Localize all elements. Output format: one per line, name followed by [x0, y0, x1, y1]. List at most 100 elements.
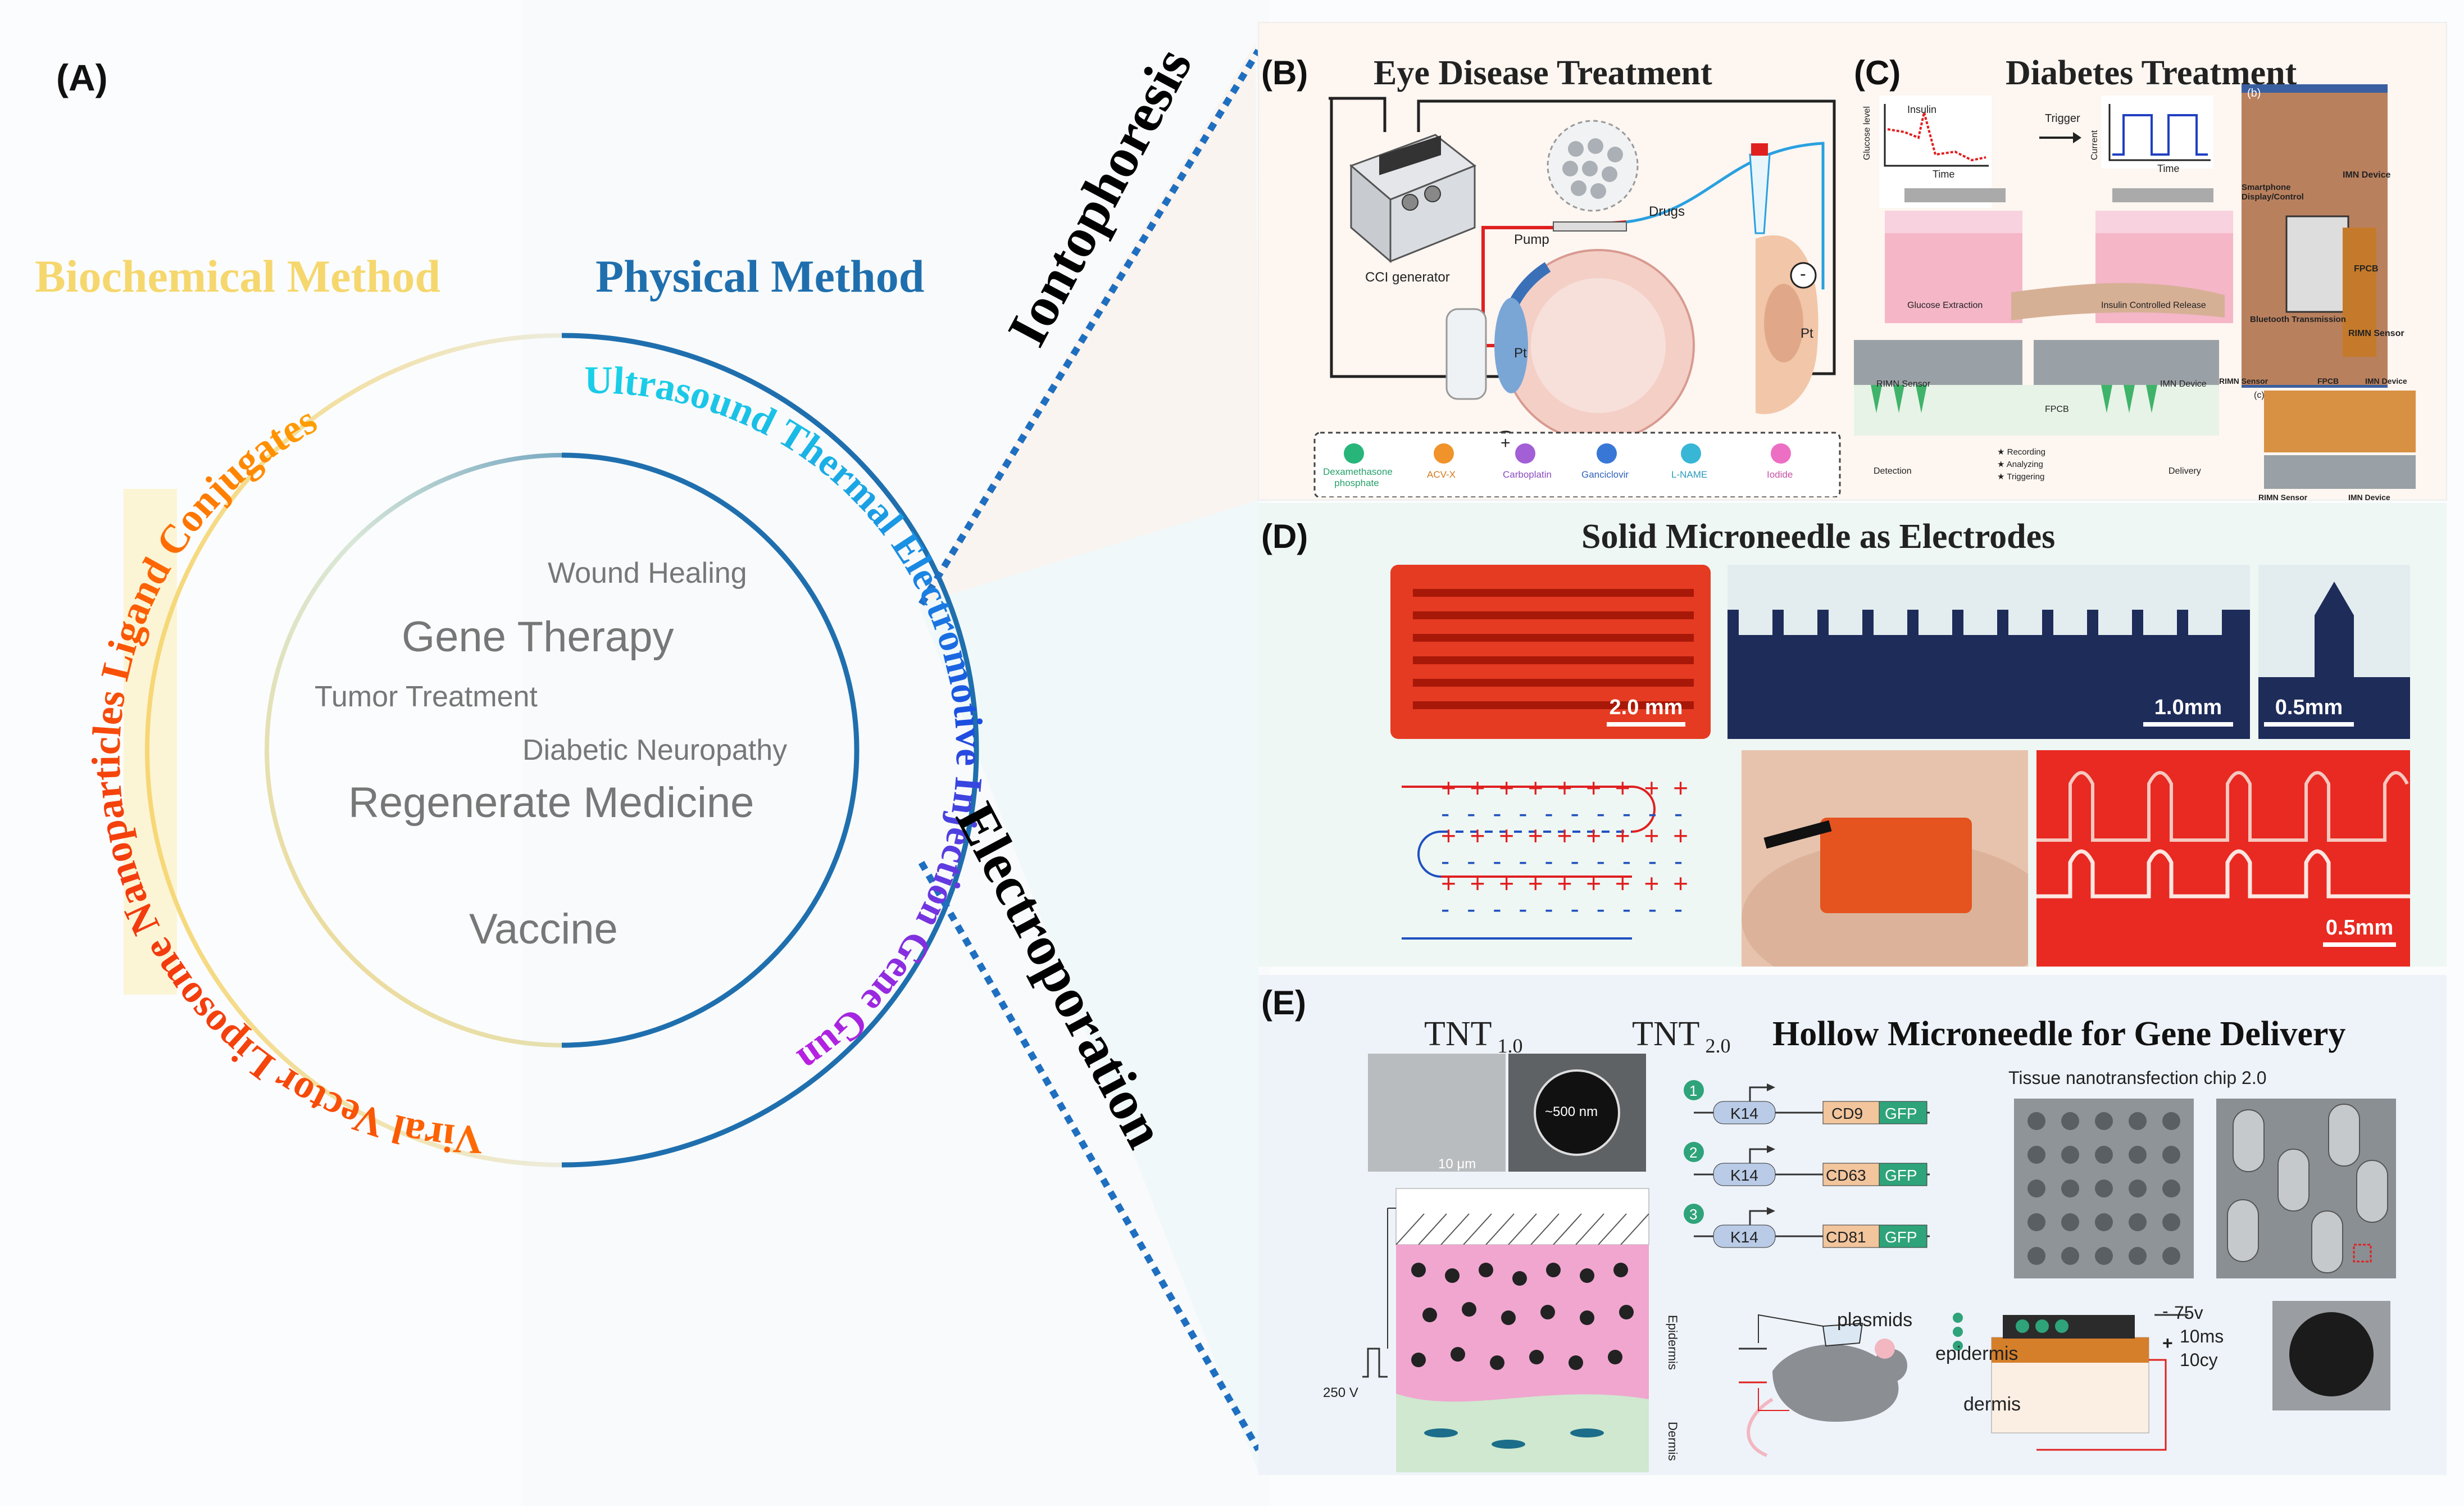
smartphone-label: Smartphone Display/Control — [2242, 183, 2304, 202]
construct-1-num: 1 — [1689, 1082, 1698, 1099]
scale-bar-1: 2.0 mm — [1607, 696, 1685, 727]
construct-3-num: 3 — [1689, 1206, 1698, 1223]
tnt2-text: TNT — [1632, 1015, 1700, 1053]
scale-bar-2: 1.0mm — [2143, 696, 2233, 727]
legend-dexamethasone: Dexamethasone phosphate — [1323, 466, 1393, 488]
b-sublabel: (b) — [2247, 87, 2261, 99]
chip-title: Tissue nanotransfection chip 2.0 — [2008, 1068, 2267, 1088]
app-regenerate-medicine: Regenerate Medicine — [348, 779, 754, 827]
c-imn-label: IMN Device — [2365, 376, 2407, 385]
tnt1-text: TNT — [1424, 1015, 1492, 1053]
scale-label-3: 0.5mm — [2275, 696, 2343, 719]
pt-label-1: Pt — [1514, 346, 1527, 361]
skin-electroporation-schematic — [1362, 1188, 1649, 1472]
tnt2-sem-pillars — [2216, 1099, 2396, 1278]
panel-c-label: (C) — [1854, 54, 1901, 92]
scale-10um: 10 μm — [1438, 1156, 1476, 1172]
legend-acv: ACV-X — [1427, 469, 1456, 480]
epidermis-label: epidermis — [1935, 1343, 2019, 1364]
scale-label-1: 2.0 mm — [1609, 696, 1683, 719]
construct-2-gene: CD63 — [1826, 1167, 1866, 1184]
panel-d-title: Solid Microneedle as Electrodes — [1581, 518, 2056, 556]
current-label: Current — [2090, 130, 2099, 160]
v75-label: 75v — [2174, 1303, 2203, 1323]
tnt2-sem-pore — [2272, 1301, 2390, 1410]
plus-row-2: + + + + + + + + + — [1441, 821, 1692, 850]
tnt2-sem-array — [2014, 1099, 2194, 1278]
fpcb-label: FPCB — [2354, 264, 2379, 274]
scale-label-4: 0.5mm — [2325, 916, 2394, 940]
cy10-label: 10cy — [2180, 1350, 2218, 1370]
physical-ring-text: Ultrasound Thermal Electromotive Injecti… — [584, 359, 991, 1081]
ring-text-svg: Viral Vector Liposome Nanoparticles Liga… — [84, 359, 991, 1163]
plasmids-label: plasmids — [1837, 1309, 1913, 1331]
legend-ganciclovir: Ganciclovir — [1581, 469, 1629, 480]
triggering-label: ★ Triggering — [1997, 472, 2045, 482]
microneedle-closeup-photo — [2036, 750, 2410, 967]
plasmid-constructs: 1 2 3 K14 K14 K14 CD9 CD63 CD81 GFP GFP … — [1677, 1079, 1947, 1264]
construct-3-tag: GFP — [1885, 1228, 1917, 1246]
legend-iodide: Iodide — [1767, 469, 1793, 480]
epidermis-vertical-label: Epidermis — [1666, 1315, 1680, 1370]
microneedle-array-photo — [1390, 565, 1711, 739]
construct-3-gene: CD81 — [1826, 1228, 1866, 1246]
app-wound-healing: Wound Healing — [548, 557, 747, 589]
minus-label: - — [2162, 1301, 2168, 1321]
panel-a-label: (A) — [56, 57, 108, 98]
minus-row-1: - - - - - - - - - - — [1441, 799, 1688, 828]
recording-label: ★ Recording — [1997, 447, 2045, 457]
legend-lname: L-NAME — [1671, 469, 1708, 480]
physical-method-title: Physical Method — [595, 251, 925, 302]
dermis-vertical-label: Dermis — [1666, 1422, 1680, 1461]
pump-label: Pump — [1514, 232, 1549, 247]
imn-device-label: IMN Device — [2343, 170, 2391, 180]
tnt1-sub: 1.0 — [1497, 1035, 1523, 1058]
analyzing-label: ★ Analyzing — [1997, 460, 2043, 469]
eye-treatment-diagram — [1313, 97, 1841, 497]
construct-2-num: 2 — [1689, 1144, 1698, 1161]
panel-c: (C) Diabetes Treatment — [1854, 53, 2441, 502]
glucose-extraction-label: Glucose Extraction — [1907, 301, 1983, 310]
imn-device-2-label: IMN Device — [2160, 379, 2207, 389]
drugs-label: Drugs — [1649, 204, 1685, 219]
constructs-svg — [1684, 1080, 1930, 1248]
microneedle-on-finger-photo — [1742, 750, 2056, 997]
tnt1-sem-chip — [1368, 1054, 1506, 1172]
app-tumor-treatment: Tumor Treatment — [315, 681, 538, 713]
plus-row-3: + + + + + + + + + — [1441, 869, 1692, 898]
c-rimn-2-label: RIMN Sensor — [2258, 493, 2308, 502]
c-sublabel: (c) — [2254, 391, 2265, 400]
detection-label: Detection — [1874, 466, 1912, 476]
minus-sign: - — [1800, 264, 1806, 284]
pt-label-2: Pt — [1801, 326, 1813, 341]
electrode-schematic — [1402, 786, 1656, 940]
construct-1-tag: GFP — [1885, 1105, 1917, 1122]
scale-10um-wrap: 10 μm — [1365, 1156, 1476, 1172]
biochemical-method-title: Biochemical Method — [35, 251, 440, 302]
panel-e-label: (E) — [1261, 984, 1306, 1022]
glucose-level-label: Glucose level — [1862, 106, 1872, 160]
c-rimn-label: RIMN Sensor — [2219, 376, 2268, 385]
cci-generator-label: CCI generator — [1365, 270, 1450, 285]
app-gene-therapy: Gene Therapy — [402, 613, 674, 661]
time-label-1: Time — [1933, 169, 1955, 180]
construct-1-gene: CD9 — [1831, 1105, 1863, 1122]
voltage-250v: 250 V — [1323, 1385, 1358, 1400]
mouse-patch-schematic — [1739, 1313, 2188, 1457]
plus-row-1: + + + + + + + + + — [1441, 773, 1692, 802]
scale-500nm: ~500 nm — [1545, 1104, 1598, 1119]
c-imn-2-label: IMN Device — [2348, 493, 2390, 502]
plus-label: + — [2162, 1333, 2173, 1353]
app-vaccine: Vaccine — [469, 905, 618, 953]
panel-b-label: (B) — [1261, 54, 1308, 92]
cci-generator-icon — [1349, 134, 1476, 264]
dermis-label: dermis — [1963, 1394, 2021, 1415]
legend-carboplatin: Carboplatin — [1503, 469, 1552, 480]
ms10-label: 10ms — [2180, 1326, 2224, 1346]
construct-3-promoter: K14 — [1730, 1228, 1758, 1246]
panel-e-title: Hollow Microneedle for Gene Delivery — [1772, 1015, 2346, 1053]
insulin-label: Insulin — [1907, 104, 1937, 115]
tnt1-sem-pore — [1508, 1054, 1646, 1172]
